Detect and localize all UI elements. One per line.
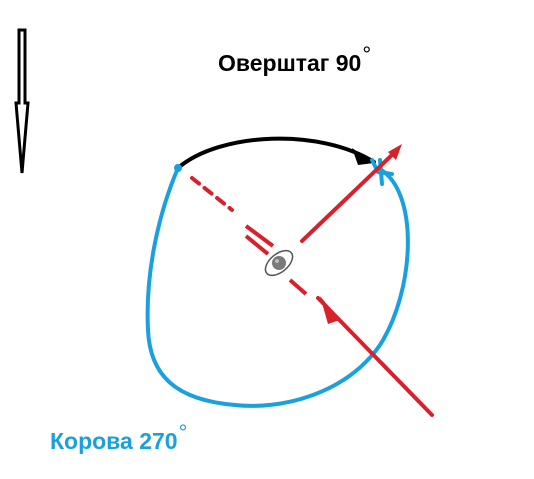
boat-icon — [264, 249, 294, 277]
approach-course-arrow-icon — [288, 278, 434, 417]
jibe-label: Корова 270° — [50, 422, 187, 454]
wind-arrow-icon — [14, 28, 30, 174]
exit-course-arrow-icon — [300, 144, 402, 243]
tack-label: Оверштаг 90° — [218, 44, 371, 76]
jibe-label-text: Корова 270 — [50, 428, 178, 454]
course-dashed-line-icon — [190, 176, 275, 256]
jibe-loop-icon — [145, 158, 410, 408]
tack-label-text: Оверштаг 90 — [218, 50, 362, 76]
tack-degree-symbol: ° — [362, 42, 372, 67]
jibe-degree-symbol: ° — [178, 420, 188, 445]
tack-arc-icon — [176, 136, 376, 170]
